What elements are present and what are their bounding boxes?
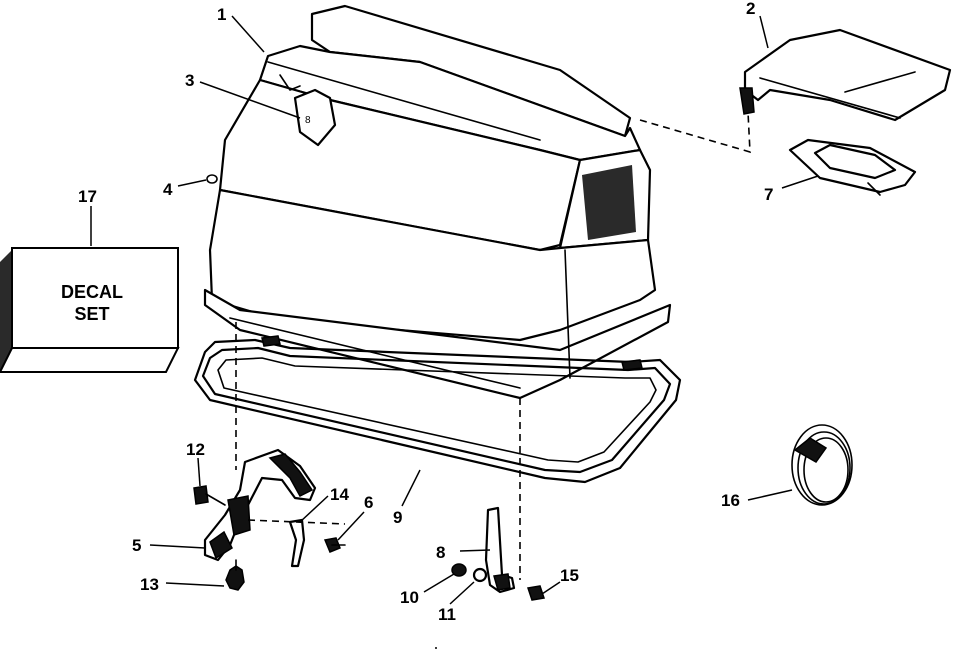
callout-2: 2 (746, 0, 755, 18)
callout-17: 17 (78, 187, 97, 206)
callout-7: 7 (764, 185, 773, 204)
decal-label-line1: DECAL (61, 282, 123, 302)
bolt-part (527, 585, 545, 601)
grommet-part (788, 138, 917, 196)
decal-box: DECAL SET (0, 247, 180, 373)
callout-15: 15 (560, 566, 579, 585)
washer-part (451, 563, 467, 577)
callout-numbers: 1 2 3 4 5 6 7 8 9 10 11 12 13 14 15 16 1… (78, 0, 773, 624)
clip-part (193, 485, 226, 506)
callout-4: 4 (163, 180, 173, 199)
svg-text:8: 8 (305, 115, 311, 126)
callout-1: 1 (217, 5, 226, 24)
cable-part (791, 424, 853, 506)
bumper-part (225, 559, 245, 591)
callout-8: 8 (436, 543, 445, 562)
cover-seal-part (193, 335, 682, 484)
lock-washer-part (472, 567, 488, 583)
rear-latch-part (484, 506, 516, 594)
nameplate-part: 8 (293, 88, 337, 147)
callout-11: 11 (438, 605, 456, 624)
callout-10: 10 (400, 588, 419, 607)
callout-3: 3 (185, 71, 194, 90)
latch-spring-part (288, 518, 306, 568)
callout-5: 5 (132, 536, 141, 555)
screw-part (323, 537, 346, 553)
callout-13: 13 (140, 575, 159, 594)
rear-cover-part (739, 28, 952, 122)
leader-lines (90, 15, 819, 605)
callout-12: 12 (186, 440, 205, 459)
rivet-part (206, 174, 218, 184)
decal-label-line2: SET (74, 304, 109, 324)
callout-9: 9 (393, 508, 402, 527)
front-latch-part (203, 448, 317, 562)
callout-6: 6 (364, 493, 373, 512)
callout-14: 14 (330, 485, 349, 504)
callout-16: 16 (721, 491, 740, 510)
